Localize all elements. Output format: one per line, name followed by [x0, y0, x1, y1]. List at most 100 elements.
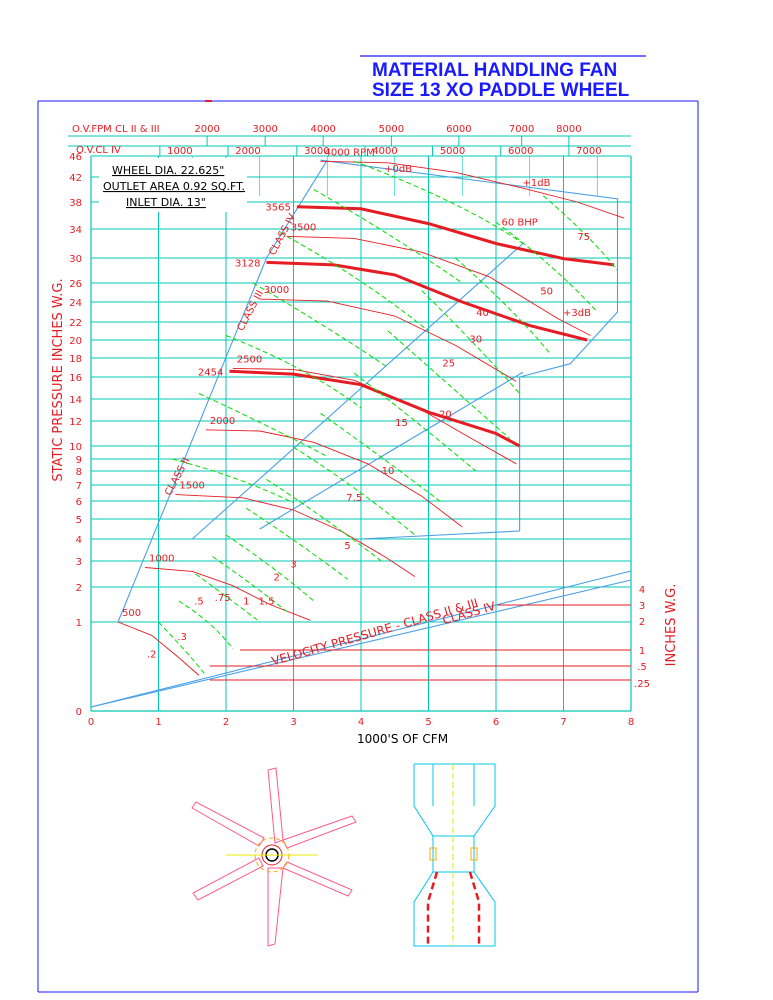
bhp-curve [178, 600, 234, 650]
paddle-wheel-front-view [191, 767, 357, 947]
class-boundary-line [90, 579, 632, 708]
class-boundary-line [259, 371, 524, 530]
ov-cl4-tick-label: 7000 [576, 146, 601, 157]
ov-fpm-tick-label: 5000 [379, 124, 404, 135]
right-tick-label: 1 [639, 646, 645, 657]
bhp-label: 75 [577, 232, 590, 243]
bhp-curve [225, 335, 362, 409]
right-tick-label: .25 [634, 679, 650, 690]
class-lines-layer [90, 159, 632, 708]
y-tick-label: 18 [69, 354, 82, 365]
highlight-curve [266, 260, 588, 342]
class-boundary-line [90, 570, 632, 708]
rpm-curve [117, 621, 200, 676]
rpm-curve [232, 367, 517, 465]
y-tick-label: 12 [69, 417, 82, 428]
rpm-curve-label: 4000 RPM [325, 147, 375, 158]
ov-fpm-tick-label: 6000 [446, 124, 471, 135]
spec-outlet-area: OUTLET AREA 0.92 SQ.FT. [103, 180, 245, 193]
bhp-curve [225, 534, 315, 602]
velocity-pressure-label: VELOCITY PRESSURE - CLASS II & III [270, 596, 480, 669]
db-label: +0dB [384, 164, 412, 175]
x-tick-label: 6 [493, 717, 499, 728]
highlight-curve-label: 3128 [235, 258, 260, 269]
y-tick-label: 3 [76, 557, 82, 568]
bhp-label: 2 [273, 573, 279, 584]
ov-fpm-tick-label: 4000 [310, 124, 335, 135]
bhp-curve [195, 573, 261, 623]
bhp-curve [158, 621, 207, 676]
x-tick-label: 2 [223, 717, 229, 728]
bhp-curve [212, 556, 288, 612]
specs-box [99, 158, 247, 212]
right-tick-label: 2 [639, 617, 645, 628]
rpm-curve-label: 2000 [210, 416, 235, 427]
bhp-curve [293, 446, 416, 536]
bhp-label: 5 [344, 541, 350, 552]
paddle-wheel-side-view [413, 763, 496, 947]
rpm-curve [175, 494, 416, 577]
right-tick-label: .5 [637, 662, 647, 673]
ov-fpm-tick-label: 8000 [556, 124, 581, 135]
highlight-curve [296, 205, 615, 267]
db-label: +3dB [563, 308, 591, 319]
y-tick-label: 42 [69, 173, 82, 184]
x-tick-label: 5 [425, 717, 431, 728]
x-tick-label: 1 [155, 717, 161, 728]
ov-cl4-label: O.V.CL IV [76, 145, 121, 156]
bhp-curve [198, 393, 328, 457]
x-tick-label: 0 [88, 717, 94, 728]
spec-wheel-dia: WHEEL DIA. 22.625" [112, 164, 224, 177]
y-tick-label: 0 [76, 707, 82, 718]
y-tick-label: 1 [76, 618, 82, 629]
rpm-curve [286, 235, 591, 336]
bhp-label: 1 [243, 597, 249, 608]
class-boundary-line [360, 530, 520, 540]
ov-cl4-tick-label: 2000 [235, 146, 260, 157]
y-tick-label: 38 [69, 198, 82, 209]
bhp-curve [455, 257, 551, 354]
bhp-curve [421, 290, 521, 394]
chart-title: MATERIAL HANDLING FAN [372, 60, 618, 81]
y-tick-label: 20 [69, 336, 82, 347]
x-tick-label: 3 [290, 717, 296, 728]
bhp-curve [279, 232, 429, 332]
rpm-curve-label: 1000 [149, 554, 174, 565]
y-tick-label: 24 [69, 298, 82, 309]
highlight-curve-label: 3565 [265, 203, 290, 214]
bhp-curve [252, 282, 389, 368]
bhp-curve [266, 478, 382, 562]
bhp-label: .5 [194, 597, 204, 608]
bhp-label: 15 [395, 418, 408, 429]
y-tick-label: 34 [69, 225, 82, 236]
rpm-curve [205, 429, 463, 528]
class-boundary-line [320, 159, 619, 531]
curves-layer [117, 160, 631, 681]
grid-layer [68, 135, 632, 712]
bhp-label: .75 [215, 593, 231, 604]
ov-fpm-tick-label: 7000 [509, 124, 534, 135]
ov-fpm-tick-label: 2000 [194, 124, 219, 135]
y-tick-label: 30 [69, 254, 82, 265]
spec-inlet-dia: INLET DIA. 13" [126, 196, 206, 209]
ov-cl4-tick-label: 4000 [372, 146, 397, 157]
bhp-curve [495, 221, 598, 313]
y-tick-label: 7 [76, 481, 82, 492]
highlight-curve-label: 2454 [198, 367, 223, 378]
bhp-label: 7.5 [346, 493, 362, 504]
bhp-label: .3 [177, 632, 187, 643]
bhp-curve [542, 195, 618, 271]
bhp-label: 3 [290, 560, 296, 571]
right-axis-title: INCHES W.G. [664, 584, 679, 667]
bhp-label: 40 [476, 308, 489, 319]
y-tick-label: 6 [76, 497, 82, 508]
x-axis-title: 1000'S OF CFM [357, 732, 448, 746]
y-tick-label: 46 [69, 152, 82, 163]
class-boundary-line [117, 159, 328, 623]
bhp-curve [313, 189, 463, 284]
x-tick-label: 7 [560, 717, 566, 728]
right-tick-label: 3 [639, 601, 645, 612]
highlight-curve [229, 369, 521, 448]
bhp-label: .2 [147, 650, 157, 661]
